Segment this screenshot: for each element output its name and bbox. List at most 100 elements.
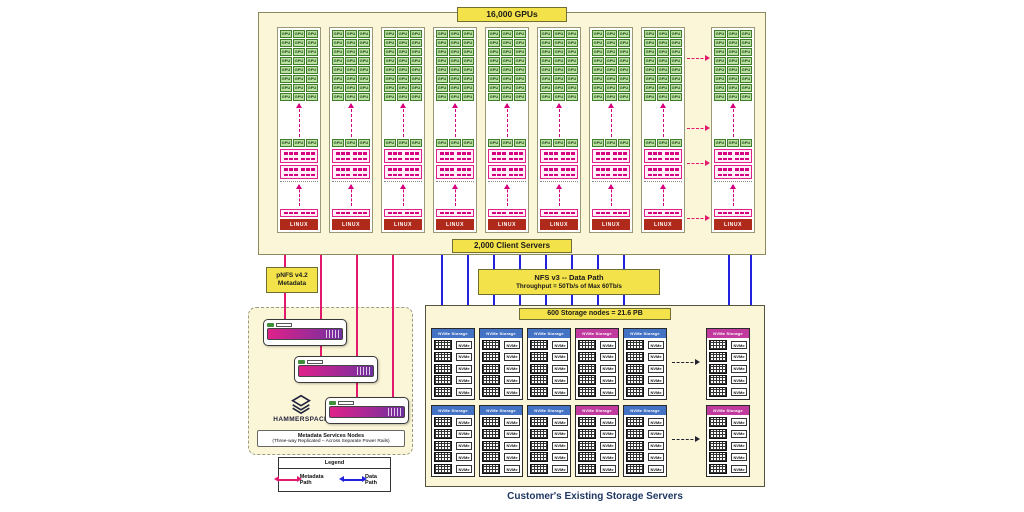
drive-row: NVMe: [578, 464, 616, 474]
nic-port-dash: [293, 211, 298, 214]
gpu-chip: GPU: [501, 93, 513, 101]
gpu-chip: GPU: [740, 139, 752, 148]
metadata-up-arrow-icon: [399, 102, 406, 138]
continuation-arrow-icon: [687, 54, 710, 61]
linux-os-bar: LINUX: [644, 219, 682, 230]
drive-row: NVMe: [482, 428, 520, 439]
nic-port-dash: [352, 211, 357, 214]
gpu-chip: GPU: [657, 93, 669, 101]
nic-port-row: [438, 157, 472, 161]
nic-port-dash: [717, 152, 722, 155]
drive-grid-icon: [434, 375, 452, 386]
drive-grid-icon: [626, 340, 644, 350]
legend-data-label: Data Path: [365, 474, 377, 486]
gpu-chip: GPU: [605, 39, 617, 47]
nic-port-dash: [409, 157, 414, 161]
gpu-chip: GPU: [358, 139, 370, 148]
nic-port-row: [282, 211, 316, 214]
nic-port-dash: [622, 211, 627, 214]
gpu-chip: GPU: [280, 66, 292, 74]
nic-port-dash: [717, 173, 722, 177]
storage-panel: 600 Storage nodes = 21.6 PB NVMe Storage…: [425, 305, 765, 487]
nic-port-row: [646, 168, 680, 171]
drive-grid-icon: [434, 452, 452, 463]
drive-grid-icon: [626, 464, 644, 474]
nfs-data-path-badge: NFS v3 -- Data Path Throughput = 50Tb/s …: [478, 269, 660, 295]
gpu-chip: GPU: [306, 84, 318, 92]
gpu-chip: GPU: [605, 84, 617, 92]
nic-port-dash: [466, 168, 471, 171]
nvme-drive-label: NVMe: [456, 418, 472, 426]
nic-port-row: [334, 168, 368, 171]
nic-port-dash: [518, 152, 523, 155]
nic-port-dash: [605, 168, 610, 171]
metadata-services-title: Metadata Services Nodes: [297, 433, 365, 439]
nic-box: [644, 149, 682, 164]
nic-port-row: [594, 173, 628, 177]
nvme-drive-label: NVMe: [456, 441, 472, 450]
storage-count-label: 600 Storage nodes = 21.6 PB: [547, 310, 643, 318]
gpu-chip: GPU: [657, 57, 669, 65]
nic-port-dash: [617, 152, 622, 155]
nic-port-dash: [722, 152, 727, 155]
gpu-chip: GPU: [488, 93, 500, 101]
gpu-uplink-zone: [714, 101, 752, 138]
drive-row: NVMe: [482, 340, 520, 350]
nic-port-dash: [456, 211, 461, 214]
gpu-chip: GPU: [740, 48, 752, 56]
drive-row: NVMe: [530, 428, 568, 439]
nic-box: [332, 208, 370, 217]
nic-port-dash: [362, 168, 367, 171]
nvme-drive-label: NVMe: [648, 418, 664, 426]
gpu-count-label: 16,000 GPUs: [486, 8, 538, 19]
nic-port-dash: [409, 152, 414, 155]
gpu-chip: GPU: [501, 39, 513, 47]
nic-port-dash: [439, 168, 444, 171]
gpu-chip: GPU: [592, 75, 604, 83]
drive-grid-icon: [709, 351, 727, 362]
gpu-chip: GPU: [488, 57, 500, 65]
nic-port-dash: [664, 152, 669, 155]
scale-out-arrow-icon: [672, 435, 700, 442]
gpu-chip: GPU: [618, 139, 630, 148]
nic-port-dash: [518, 173, 523, 177]
gpu-chip: GPU: [657, 75, 669, 83]
gpu-chip: GPU: [514, 30, 526, 38]
drive-row: NVMe: [578, 387, 616, 397]
storage-node-header: NVMe Storage: [528, 329, 570, 338]
metadata-up-arrow-icon: [555, 184, 562, 206]
gpu-chip: GPU: [727, 93, 739, 101]
drive-grid-icon: [626, 351, 644, 362]
gpu-chip: GPU: [358, 48, 370, 56]
nic-port-row: [490, 152, 524, 155]
gpu-chip: GPU: [397, 93, 409, 101]
nic-port-dash: [600, 168, 605, 171]
nic-port-dash: [456, 168, 461, 171]
drive-grid-icon: [530, 340, 548, 350]
nic-box: [540, 208, 578, 217]
storage-node-header: NVMe Storage: [624, 329, 666, 338]
nic-port-dash: [392, 168, 397, 171]
drive-row: NVMe: [530, 387, 568, 397]
gpu-chip: GPU: [501, 75, 513, 83]
gpu-chip: GPU: [566, 75, 578, 83]
metadata-server-node: [294, 356, 378, 383]
nvme-drive-label: NVMe: [504, 418, 520, 426]
nic-port-dash: [647, 157, 652, 161]
gpu-chip: GPU: [306, 66, 318, 74]
gpu-chip: GPU: [644, 57, 656, 65]
drive-row: NVMe: [434, 375, 472, 386]
nic-port-dash: [612, 168, 617, 171]
nic-port-dash: [722, 157, 727, 161]
nic-port-row: [438, 211, 472, 214]
nic-port-dash: [352, 152, 357, 155]
drive-grid-icon: [530, 387, 548, 397]
nic-port-dash: [496, 152, 501, 155]
gpu-chip: GPU: [488, 84, 500, 92]
nic-box: [280, 165, 318, 180]
nic-port-dash: [657, 173, 662, 177]
drive-row: NVMe: [530, 340, 568, 350]
gpu-chip: GPU: [293, 93, 305, 101]
